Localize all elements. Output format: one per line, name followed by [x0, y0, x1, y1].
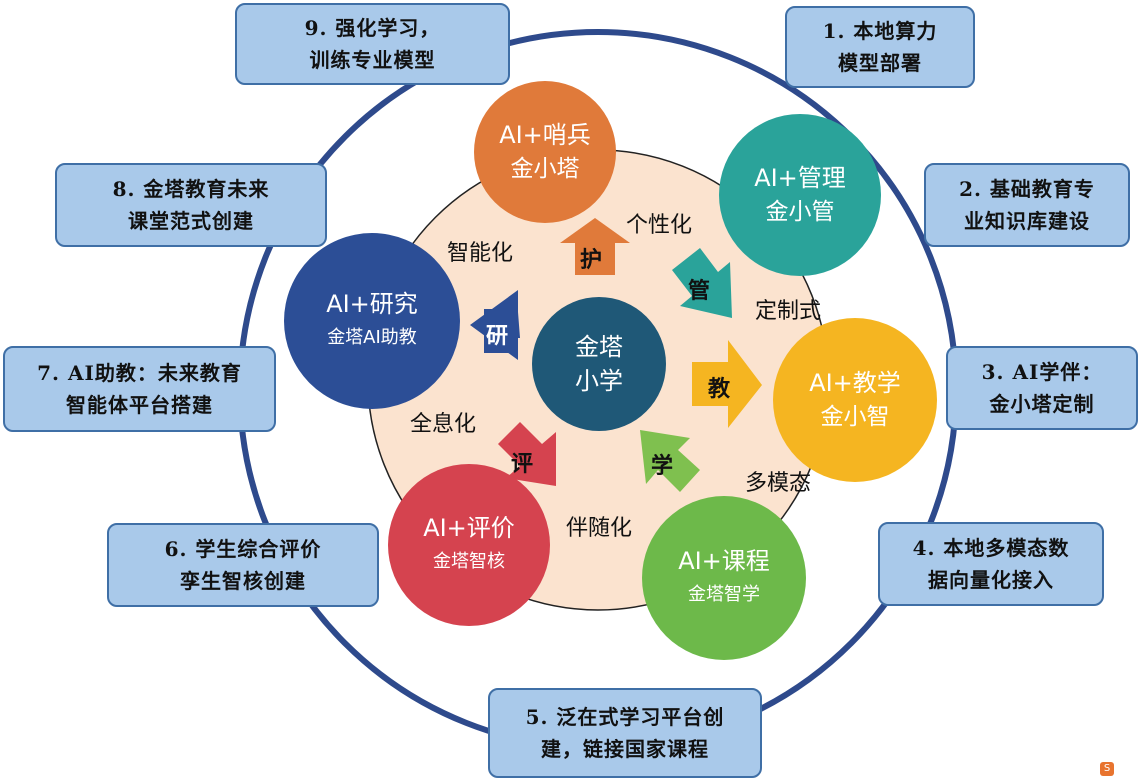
- circle-ai-evaluate: AI+评价 金塔智核: [388, 464, 550, 626]
- box-9-reinforcement-learning: 9. 强化学习， 训练专业模型: [235, 3, 510, 85]
- box-1-text: 1. 本地算力 模型部署: [822, 19, 938, 75]
- center-circle: 金塔 小学: [532, 297, 666, 431]
- box-8-text: 8. 金塔教育未来 课堂范式创建: [112, 177, 270, 233]
- arrow-learn-label: 学: [651, 454, 674, 479]
- arrow-manage: [672, 248, 732, 318]
- box-5-text: 5. 泛在式学习平台创 建，链接国家课程: [525, 705, 725, 761]
- patrol-line2: 金小塔: [510, 156, 580, 182]
- label-holographic: 全息化: [410, 412, 477, 437]
- box-7-text: 7. AI助教：未来教育 智能体平台搭建: [37, 361, 242, 417]
- box-4-text: 4. 本地多模态数 据向量化接入: [912, 536, 1070, 592]
- circle-ai-course: AI+课程 金塔智学: [642, 496, 806, 660]
- patrol-line1: AI+哨兵: [499, 121, 591, 149]
- arrow-protect-label: 护: [580, 248, 603, 273]
- watermark-logo-icon: S: [1100, 762, 1114, 776]
- label-intelligent: 智能化: [447, 241, 514, 266]
- teach-line1: AI+教学: [809, 369, 901, 397]
- box-7-ai-assistant: 7. AI助教：未来教育 智能体平台搭建: [3, 346, 276, 432]
- evaluate-line1: AI+评价: [423, 514, 515, 542]
- circle-ai-manage: AI+管理 金小管: [719, 114, 881, 276]
- arrow-evaluate-label: 评: [511, 452, 534, 477]
- evaluate-line2: 金塔智核: [433, 551, 505, 572]
- teach-line2: 金小智: [820, 404, 890, 430]
- arrow-research-body: [484, 309, 518, 353]
- circle-ai-research: AI+研究 金塔AI助教: [284, 233, 460, 409]
- circle-ai-patrol: AI+哨兵 金小塔: [474, 81, 616, 223]
- label-personalized: 个性化: [626, 213, 693, 238]
- box-3-ai-companion: 3. AI学伴： 金小塔定制: [946, 346, 1138, 430]
- center-line2: 小学: [575, 367, 623, 395]
- course-line2: 金塔智学: [688, 584, 760, 605]
- box-3-text: 3. AI学伴： 金小塔定制: [981, 360, 1103, 416]
- box-4-multimodal-data: 4. 本地多模态数 据向量化接入: [878, 522, 1104, 606]
- arrow-protect: [560, 218, 630, 275]
- arrow-teach: [692, 340, 762, 428]
- box-2-text: 2. 基础教育专 业知识库建设: [959, 177, 1095, 233]
- manage-line2: 金小管: [765, 199, 835, 225]
- research-line1: AI+研究: [326, 290, 418, 318]
- course-line1: AI+课程: [678, 547, 770, 575]
- box-1-local-compute: 1. 本地算力 模型部署: [785, 6, 975, 88]
- center-line1: 金塔: [575, 333, 623, 361]
- label-accompany: 伴随化: [566, 516, 633, 541]
- label-customized: 定制式: [755, 299, 822, 324]
- arrow-manage-label: 管: [688, 279, 711, 304]
- box-6-student-evaluation: 6. 学生综合评价 孪生智核创建: [107, 523, 379, 607]
- arrow-teach-label: 教: [708, 377, 731, 402]
- arrow-research-label: 研: [486, 324, 509, 349]
- circle-ai-teach: AI+教学 金小智: [773, 318, 937, 482]
- box-5-learning-platform: 5. 泛在式学习平台创 建，链接国家课程: [488, 688, 762, 778]
- arrow-learn: [640, 430, 700, 492]
- box-6-text: 6. 学生综合评价 孪生智核创建: [164, 537, 322, 593]
- box-8-classroom-paradigm: 8. 金塔教育未来 课堂范式创建: [55, 163, 327, 247]
- label-multimodal: 多模态: [745, 471, 812, 496]
- box-2-knowledge-base: 2. 基础教育专 业知识库建设: [924, 163, 1130, 247]
- manage-line1: AI+管理: [754, 164, 846, 192]
- box-9-text: 9. 强化学习， 训练专业模型: [304, 16, 441, 72]
- arrow-evaluate: [498, 422, 556, 486]
- research-line2: 金塔AI助教: [327, 327, 417, 348]
